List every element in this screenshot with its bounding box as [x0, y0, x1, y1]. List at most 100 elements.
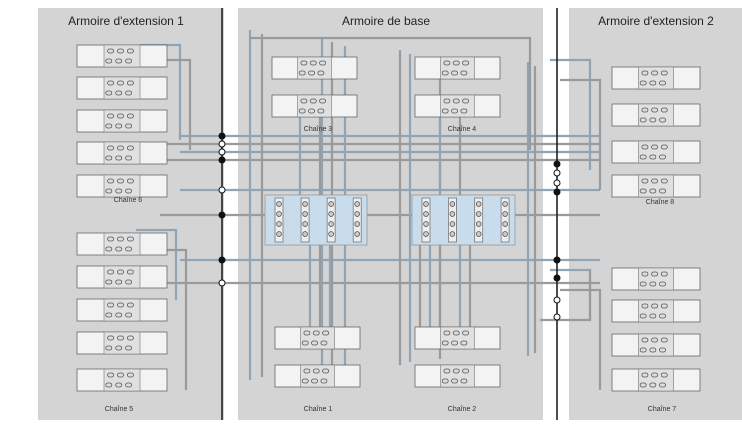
chain-4-label: Chaîne 4 — [447, 126, 477, 133]
port-icon — [105, 90, 113, 96]
port-icon — [125, 246, 132, 252]
port-icon — [649, 313, 657, 319]
port-icon — [105, 279, 113, 285]
port-icon — [651, 70, 658, 76]
port-icon — [302, 221, 308, 227]
port-icon — [659, 347, 666, 353]
disk-shelf — [76, 141, 168, 165]
cabinet-title-extension-1: Armoire d'extension 1 — [68, 14, 184, 28]
port-icon — [308, 108, 315, 114]
junction-dot — [218, 132, 226, 140]
port-icon — [276, 231, 282, 237]
port-icon — [641, 178, 649, 184]
port-icon — [317, 70, 325, 76]
hba-card — [421, 197, 431, 243]
port-icon — [107, 113, 114, 119]
io-module — [440, 364, 475, 388]
port-icon — [649, 117, 657, 123]
junction-dot — [218, 256, 226, 264]
port-icon — [125, 188, 132, 194]
chain-2-label: Chaîne 2 — [447, 406, 477, 413]
io-module — [103, 232, 141, 256]
port-icon — [105, 382, 113, 388]
crossing-circle — [218, 186, 226, 194]
port-icon — [107, 145, 114, 151]
port-icon — [651, 107, 658, 113]
port-icon — [659, 382, 666, 388]
port-icon — [443, 98, 451, 104]
port-icon — [649, 281, 657, 287]
port-icon — [107, 80, 114, 86]
port-icon — [660, 271, 668, 277]
port-icon — [354, 211, 360, 217]
io-module — [103, 174, 141, 198]
crossing-circle — [218, 279, 226, 287]
port-icon — [115, 246, 123, 252]
disk-shelf — [274, 326, 361, 350]
port-icon — [639, 281, 647, 287]
io-module — [638, 140, 674, 164]
port-icon — [117, 80, 124, 86]
port-icon — [107, 178, 114, 184]
port-icon — [328, 221, 334, 227]
port-icon — [276, 221, 282, 227]
port-icon — [125, 279, 132, 285]
port-icon — [127, 178, 134, 184]
port-icon — [451, 378, 458, 384]
chain-5-label: Chaîne 5 — [104, 406, 134, 413]
port-icon — [322, 368, 330, 374]
hba-card — [300, 197, 310, 243]
disk-shelf — [271, 56, 358, 80]
port-icon — [311, 378, 318, 384]
port-icon — [354, 201, 360, 207]
port-icon — [649, 80, 657, 86]
port-icon — [298, 108, 306, 114]
io-module — [103, 331, 141, 355]
port-icon — [441, 108, 449, 114]
port-icon — [462, 368, 470, 374]
cable — [560, 78, 602, 190]
port-icon — [659, 281, 666, 287]
port-icon — [423, 221, 429, 227]
port-icon — [651, 271, 658, 277]
port-icon — [300, 98, 308, 104]
port-icon — [309, 60, 317, 66]
port-icon — [312, 330, 320, 336]
io-module — [103, 44, 141, 68]
port-icon — [423, 231, 429, 237]
chain-7-label: Chaîne 7 — [647, 406, 677, 413]
port-icon — [639, 347, 647, 353]
port-icon — [300, 60, 308, 66]
port-icon — [302, 201, 308, 207]
chain-8-label: Chaîne 8 — [645, 199, 675, 206]
port-icon — [127, 80, 134, 86]
cabinet-title-extension-2: Armoire d'extension 2 — [598, 14, 714, 28]
port-icon — [659, 313, 666, 319]
crossing-circle — [553, 169, 561, 177]
port-icon — [460, 108, 468, 114]
port-icon — [317, 108, 325, 114]
io-module — [638, 103, 674, 127]
port-icon — [115, 345, 123, 351]
io-module — [300, 326, 335, 350]
port-icon — [649, 347, 657, 353]
chain-1-label: Chaîne 1 — [303, 406, 333, 413]
port-icon — [125, 90, 132, 96]
port-icon — [105, 246, 113, 252]
port-icon — [641, 303, 649, 309]
port-icon — [649, 382, 657, 388]
port-icon — [319, 60, 327, 66]
port-icon — [641, 107, 649, 113]
port-icon — [441, 70, 449, 76]
port-icon — [639, 188, 647, 194]
port-icon — [641, 337, 649, 343]
port-icon — [641, 70, 649, 76]
io-module — [638, 368, 674, 392]
port-icon — [117, 178, 124, 184]
io-module — [297, 94, 332, 118]
hba-card — [474, 197, 484, 243]
port-icon — [452, 60, 460, 66]
port-icon — [641, 144, 649, 150]
port-icon — [641, 372, 649, 378]
port-icon — [320, 340, 328, 346]
